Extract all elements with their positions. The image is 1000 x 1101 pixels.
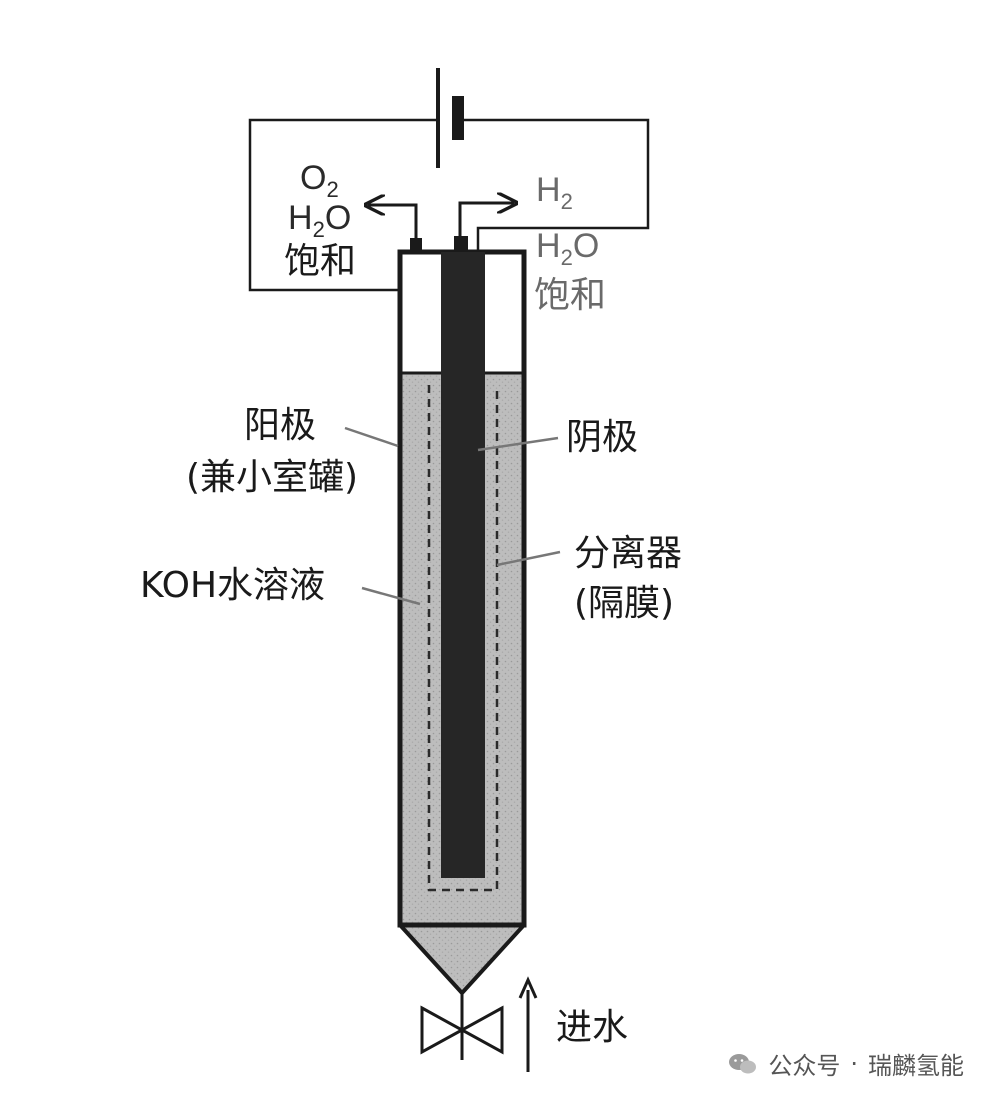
anode-saturated-label: 饱和 — [284, 241, 357, 282]
cathode-outlet-arrow — [458, 203, 514, 250]
watermark: 公众号 · 瑞麟氢能 — [728, 1046, 964, 1081]
separator-membrane — [427, 385, 499, 892]
cathode-label: 阴极 — [566, 417, 639, 458]
water-inlet-label: 进水 — [556, 1007, 629, 1048]
vessel — [397, 249, 527, 996]
anode-terminal — [410, 238, 422, 252]
cathode-terminal — [454, 236, 468, 252]
circuit-wire-left — [248, 118, 438, 292]
cathode-h2o-label: H2O — [536, 227, 600, 270]
cathode-leader — [477, 436, 559, 452]
valve-icon[interactable] — [420, 1005, 504, 1055]
anode-o2-label: O2 — [300, 159, 339, 202]
watermark-account: 瑞麟氢能 — [868, 1052, 964, 1080]
anode-outlet-arrow — [368, 205, 418, 250]
electrolyte-leader — [361, 586, 421, 606]
separator-label: 分离器 — [574, 533, 683, 574]
anode-h2o-label: H2O — [288, 199, 352, 242]
watermark-dot: · — [850, 1049, 858, 1078]
external-circuit — [248, 118, 650, 292]
cathode-saturated-label: 饱和 — [534, 275, 607, 316]
circuit-wire-right — [458, 118, 650, 250]
separator-leader — [496, 550, 561, 567]
cathode-h2-label: H2 — [536, 171, 573, 214]
battery-icon — [436, 68, 464, 168]
anode-label: 阳极 — [244, 405, 317, 446]
cathode-rod — [441, 252, 485, 878]
anode-note-label: (兼小室罐) — [186, 457, 359, 498]
anode-leader — [344, 426, 399, 448]
wechat-icon — [729, 1053, 757, 1073]
water-inlet-arrow — [518, 976, 538, 1072]
watermark-prefix: 公众号 — [768, 1052, 841, 1080]
electrolyte-label: KOH水溶液 — [140, 565, 326, 606]
leader-lines — [344, 426, 561, 606]
separator-note-label: (隔膜) — [574, 583, 675, 624]
